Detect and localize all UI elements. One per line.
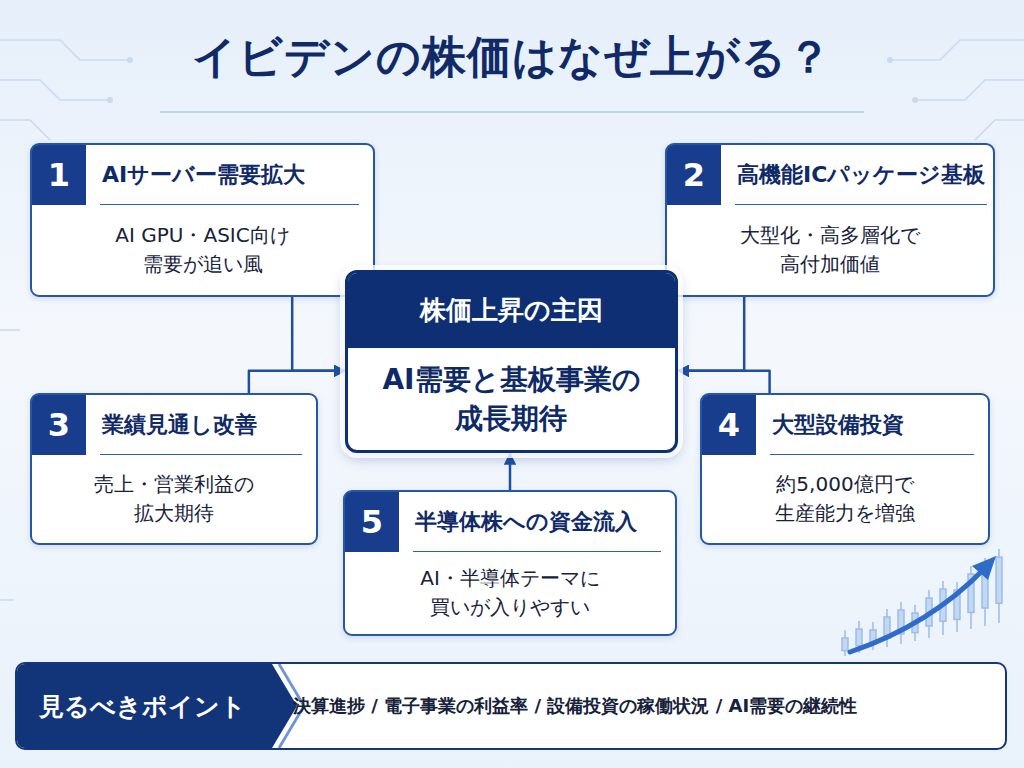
box-text: 売上・営業利益の 拡大期待 (88, 470, 260, 528)
check-points: 決算進捗 / 電子事業の利益率 / 設備投資の稼働状況 / AI需要の継続性 (267, 694, 1005, 718)
callout-number: 1 (32, 145, 86, 205)
factor-box: 4大型設備投資約5,000億円で 生産能力を増強 (700, 393, 990, 545)
main-heading: 株価上昇の主因 (348, 273, 675, 348)
flow-arrow (678, 371, 770, 393)
callout-number: 4 (702, 395, 756, 455)
box-header: 5半導体株への資金流入 (345, 492, 675, 552)
checkpoint-band: 見るべきポイント決算進捗 / 電子事業の利益率 / 設備投資の稼働状況 / AI… (15, 662, 1007, 750)
main-body: AI需要と基板事業の 成長期待 (348, 348, 675, 450)
box-body: 大型化・高多層化で 高付加価値 (667, 205, 993, 295)
factor-box: 1AIサーバー需要拡大 AI GPU・ASIC向け 需要が追い風 (30, 143, 375, 297)
box-body: 売上・営業利益の 拡大期待 (32, 455, 316, 543)
box-heading: 高機能ICパッケージ基板 (735, 145, 987, 205)
flow-arrow (249, 371, 345, 393)
factor-box: 2高機能ICパッケージ基板大型化・高多層化で 高付加価値 (665, 143, 995, 297)
callout-number: 5 (345, 492, 399, 552)
callout-number: 2 (667, 145, 721, 205)
callout-number: 3 (32, 395, 86, 455)
main-cause-box: 株価上昇の主因 AI需要と基板事業の 成長期待 (345, 270, 678, 453)
box-header: 3業績見通し改善 (32, 395, 316, 455)
factor-box: 3業績見通し改善売上・営業利益の 拡大期待 (30, 393, 318, 545)
box-heading: 半導体株への資金流入 (413, 492, 661, 552)
box-text: 大型化・高多層化で 高付加価値 (735, 221, 925, 279)
box-header: 4大型設備投資 (702, 395, 988, 455)
box-text: AI・半導体テーマに 買いが入りやすい (414, 564, 606, 622)
factor-box: 5半導体株への資金流入 AI・半導体テーマに 買いが入りやすい (343, 490, 677, 636)
box-body: AI GPU・ASIC向け 需要が追い風 (32, 205, 373, 295)
box-header: 2高機能ICパッケージ基板 (667, 145, 993, 205)
diagram-title: イビデンの株価はなぜ上がる？ (0, 28, 1024, 87)
flow-arrow (509, 453, 512, 490)
box-header: 1AIサーバー需要拡大 (32, 145, 373, 205)
box-heading: 大型設備投資 (770, 395, 974, 455)
box-text: 約5,000億円で 生産能力を増強 (773, 470, 917, 528)
box-heading: 業績見通し改善 (100, 395, 302, 455)
box-heading: AIサーバー需要拡大 (100, 145, 359, 205)
main-text: AI需要と基板事業の 成長期待 (374, 360, 648, 438)
box-text: AI GPU・ASIC向け 需要が追い風 (105, 221, 301, 279)
box-body: 約5,000億円で 生産能力を増強 (702, 455, 988, 543)
box-body: AI・半導体テーマに 買いが入りやすい (345, 552, 675, 634)
band-label: 見るべきポイント (17, 690, 267, 723)
